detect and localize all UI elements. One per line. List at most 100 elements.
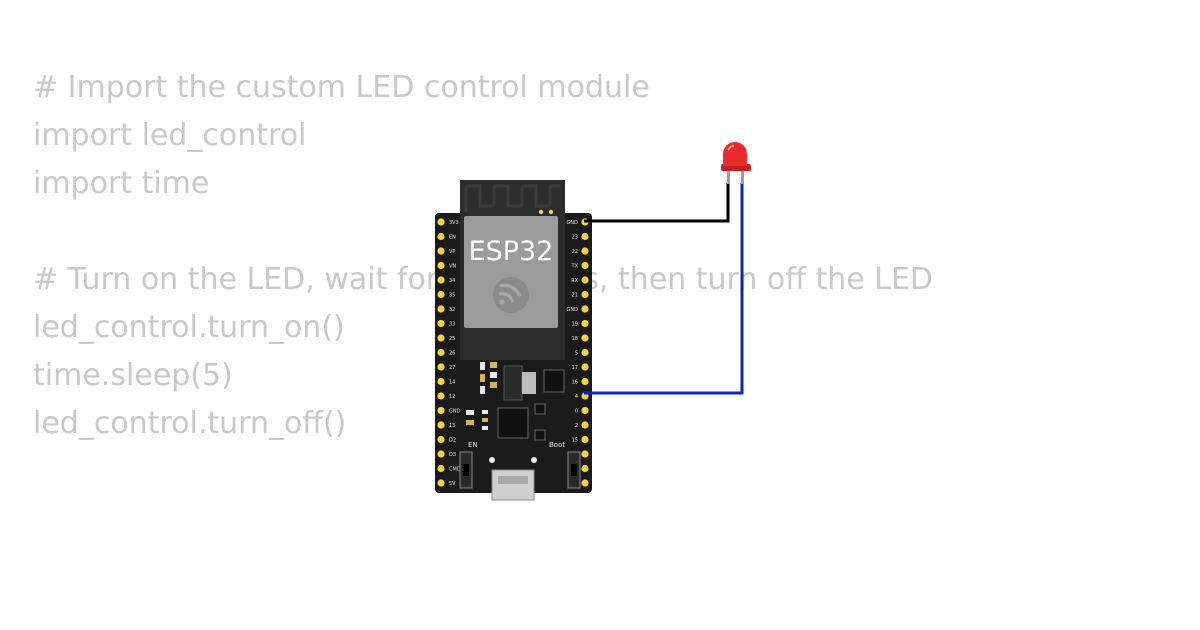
code-line: led_control.turn_off() [33, 406, 347, 441]
left-pin-label: 13 [449, 423, 455, 429]
led-cathode-leg [727, 168, 730, 184]
wire-gnd-black[interactable] [584, 183, 730, 223]
wire-signal-blue[interactable] [584, 183, 744, 395]
right-pin-label: 4 [575, 394, 578, 400]
left-pin-label: 33 [449, 322, 455, 328]
chip-label: ESP32 [469, 236, 554, 267]
right-pin-pad[interactable] [581, 479, 589, 487]
smd-component [534, 403, 546, 415]
esp32-board[interactable]: 3V3ENVPVN343532332526271412GND13D2D3CMD5… [435, 180, 592, 501]
left-pin-label: VN [449, 264, 456, 270]
right-pin-pad[interactable] [581, 290, 589, 299]
right-pin-label: 18 [572, 336, 578, 342]
right-pin-label: RX [571, 278, 578, 284]
smd-component [490, 382, 497, 388]
smd-component [480, 374, 485, 382]
code-line: time.sleep(5) [33, 358, 233, 393]
smd-component [482, 426, 488, 430]
module-solder-dot [538, 209, 544, 215]
left-pin-pad[interactable] [437, 363, 445, 371]
right-pin-pad[interactable] [581, 261, 589, 270]
code-line: led_control.turn_on() [33, 310, 345, 345]
right-pin-pad[interactable] [581, 276, 589, 284]
left-pin-pad[interactable] [437, 261, 445, 270]
boot-button[interactable] [567, 451, 581, 489]
micro-usb-port[interactable] [491, 469, 535, 501]
left-pin-pad[interactable] [437, 319, 445, 328]
right-pin-pad[interactable] [581, 319, 589, 328]
right-pin-pad[interactable] [581, 464, 589, 473]
module-shield [464, 216, 558, 328]
right-pin-label: 16 [572, 380, 578, 386]
left-pin-label: 32 [449, 307, 455, 313]
left-pin-pad[interactable] [437, 450, 445, 458]
left-pin-pad[interactable] [437, 247, 445, 255]
right-pin-pad[interactable] [581, 305, 589, 313]
led-anode-leg [741, 168, 744, 184]
left-pin-pad[interactable] [437, 290, 445, 299]
left-pin-label: 14 [449, 380, 455, 386]
code-text: # Import the custom LED control module im… [33, 64, 933, 448]
en-label: EN [468, 441, 478, 449]
voltage-regulator [503, 365, 523, 401]
left-pin-pad[interactable] [437, 435, 445, 444]
left-pin-pad[interactable] [437, 406, 445, 415]
antenna-trace [464, 184, 560, 212]
smd-component [482, 410, 488, 414]
right-pin-pad[interactable] [581, 334, 589, 342]
left-pin-label: 3V3 [449, 220, 459, 226]
left-pin-pad[interactable] [437, 392, 445, 400]
left-pin-pad[interactable] [437, 276, 445, 284]
code-line: # Import the custom LED control module [33, 70, 650, 105]
left-pin-label: 12 [449, 394, 455, 400]
smd-component [543, 369, 565, 393]
module-solder-dot [548, 209, 554, 215]
espressif-logo-icon [493, 277, 529, 313]
left-pin-label: 27 [449, 365, 455, 371]
right-pin-pad[interactable] [581, 247, 589, 255]
right-pin-label: 17 [572, 365, 578, 371]
red-led[interactable] [721, 142, 751, 184]
en-button[interactable] [459, 451, 473, 489]
regulator-tab [522, 372, 536, 394]
right-pin-label: 22 [572, 249, 578, 255]
right-pin-label: GND [567, 307, 579, 313]
smd-component [482, 418, 488, 422]
left-pin-pad[interactable] [437, 348, 445, 357]
right-pin-pad[interactable] [581, 421, 589, 429]
left-pin-pad[interactable] [437, 305, 445, 313]
smd-component [466, 420, 474, 425]
left-pin-label: 26 [449, 351, 455, 357]
right-pin-pad[interactable] [581, 435, 589, 444]
left-pin-pad[interactable] [437, 421, 445, 429]
right-pin-label: 5 [575, 351, 578, 357]
right-pin-pad[interactable] [581, 348, 589, 357]
right-pin-pad[interactable] [581, 450, 589, 458]
left-pin-pad[interactable] [437, 464, 445, 473]
right-pin-pad[interactable] [581, 363, 589, 371]
smd-component [490, 372, 497, 378]
right-pin-label: 19 [572, 322, 578, 328]
smd-component [480, 386, 485, 394]
left-pin-pad[interactable] [437, 232, 445, 241]
status-led [489, 457, 495, 463]
led-highlight [727, 145, 735, 151]
code-line: import time [33, 166, 210, 201]
left-pin-label: EN [449, 235, 456, 241]
left-pin-label: D3 [449, 452, 456, 458]
power-led [531, 457, 537, 463]
smd-component [534, 429, 546, 441]
right-pin-label: 0 [575, 409, 578, 415]
left-pin-pad[interactable] [437, 334, 445, 342]
right-pin-label: TX [571, 264, 579, 270]
left-pin-pad[interactable] [437, 377, 445, 386]
right-pin-pad[interactable] [581, 377, 589, 386]
led-lens [723, 142, 747, 166]
left-pin-pad[interactable] [437, 218, 445, 226]
left-pin-label: 34 [449, 278, 455, 284]
right-pin-pad[interactable] [581, 406, 589, 415]
smd-component [490, 362, 497, 368]
left-pin-pad[interactable] [437, 479, 445, 487]
right-pin-pad[interactable] [581, 232, 589, 241]
